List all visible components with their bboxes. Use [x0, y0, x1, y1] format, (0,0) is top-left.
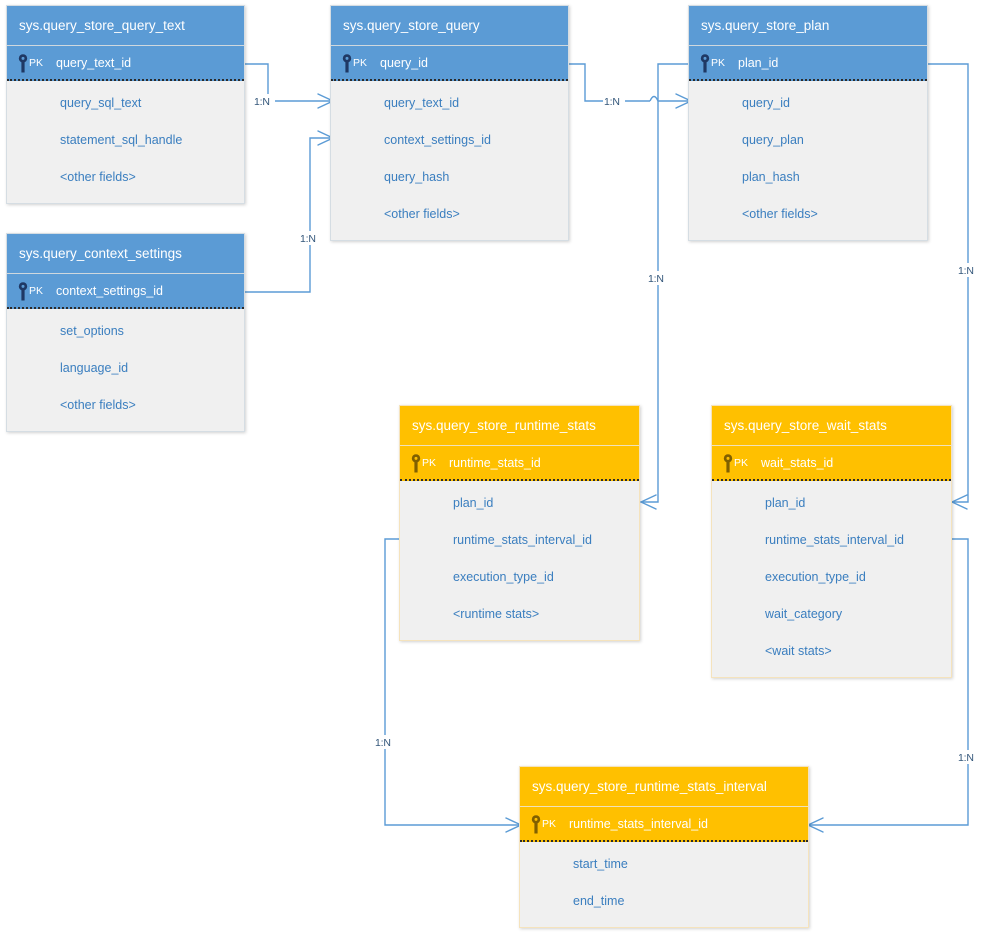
cardinality-label: 1:N: [958, 265, 974, 277]
entity-field: query_sql_text: [60, 96, 142, 110]
entity-fields: query_sql_text statement_sql_handle <oth…: [7, 81, 244, 203]
pk-tag: PK: [542, 818, 557, 830]
entity-field: <other fields>: [742, 207, 818, 221]
entity-field: execution_type_id: [765, 570, 866, 584]
key-icon: [342, 54, 352, 73]
entity-pk-row[interactable]: PK query_id: [331, 46, 568, 81]
cardinality-label: 1:N: [958, 752, 974, 764]
entity-query-store-query-text[interactable]: sys.query_store_query_text PK query_text…: [6, 5, 245, 204]
entity-field: query_hash: [384, 170, 450, 184]
entity-field: language_id: [60, 361, 129, 375]
pk-field-name: runtime_stats_interval_id: [569, 817, 708, 831]
pk-tag: PK: [29, 285, 44, 297]
entity-pk-row[interactable]: PK context_settings_id: [7, 274, 244, 309]
arrowhead-plan-to-wait-stats: [950, 494, 968, 510]
cardinality-label: 1:N: [254, 96, 270, 108]
entity-title: sys.query_context_settings: [7, 234, 244, 274]
entity-query-store-wait-stats[interactable]: sys.query_store_wait_stats PK wait_stats…: [711, 405, 952, 678]
key-icon: [411, 454, 421, 473]
arrowhead-plan-to-runtime-stats: [639, 494, 657, 510]
entity-fields: plan_id runtime_stats_interval_id execut…: [400, 481, 639, 640]
entity-field: plan_id: [765, 496, 806, 510]
connector-interval-to-wait-stats: [809, 538, 969, 826]
entity-field: <wait stats>: [765, 644, 832, 658]
entity-field: <other fields>: [384, 207, 460, 221]
entity-field: statement_sql_handle: [60, 133, 183, 147]
entity-pk-row[interactable]: PK wait_stats_id: [712, 446, 951, 481]
entity-pk-row[interactable]: PK runtime_stats_id: [400, 446, 639, 481]
key-icon: [531, 815, 541, 834]
pk-tag: PK: [422, 457, 437, 469]
entity-title: sys.query_store_plan: [689, 6, 927, 46]
entity-pk-row[interactable]: PK query_text_id: [7, 46, 244, 81]
entity-pk-row[interactable]: PK runtime_stats_interval_id: [520, 807, 808, 842]
connector-plan-to-wait-stats: [928, 63, 969, 503]
pk-field-name: runtime_stats_id: [449, 456, 541, 470]
key-icon: [18, 282, 28, 301]
entity-field: start_time: [573, 857, 628, 871]
entity-fields: query_text_id context_settings_id query_…: [331, 81, 568, 240]
entity-field: plan_hash: [742, 170, 800, 184]
entity-fields: query_id query_plan plan_hash <other fie…: [689, 81, 927, 240]
key-icon: [18, 54, 28, 73]
connector-context-settings-to-query: [245, 137, 332, 293]
pk-tag: PK: [734, 457, 749, 469]
entity-field: runtime_stats_interval_id: [765, 533, 904, 547]
pk-field-name: plan_id: [738, 56, 779, 70]
entity-query-context-settings[interactable]: sys.query_context_settings PK context_se…: [6, 233, 245, 432]
pk-tag: PK: [29, 57, 44, 69]
connector-interval-to-runtime-stats: [384, 538, 519, 826]
entity-pk-row[interactable]: PK plan_id: [689, 46, 927, 81]
entity-query-store-query[interactable]: sys.query_store_query PK query_id query_…: [330, 5, 569, 241]
entity-fields: plan_id runtime_stats_interval_id execut…: [712, 481, 951, 677]
entity-field: end_time: [573, 894, 625, 908]
entity-title: sys.query_store_query_text: [7, 6, 244, 46]
entity-field: <other fields>: [60, 398, 136, 412]
entity-field: execution_type_id: [453, 570, 554, 584]
entity-field: context_settings_id: [384, 133, 492, 147]
entity-title: sys.query_store_query: [331, 6, 568, 46]
entity-title: sys.query_store_runtime_stats: [400, 406, 639, 446]
cardinality-labels: 1:N 1:N 1:N 1:N 1:N 1:N 1:N: [253, 94, 979, 764]
pk-field-name: query_text_id: [56, 56, 132, 70]
entity-field: wait_category: [765, 607, 843, 621]
key-icon: [723, 454, 733, 473]
entity-field: <other fields>: [60, 170, 136, 184]
pk-tag: PK: [353, 57, 368, 69]
entity-field: <runtime stats>: [453, 607, 540, 621]
entity-fields: start_time end_time: [520, 842, 808, 927]
pk-field-name: context_settings_id: [56, 284, 164, 298]
cardinality-label: 1:N: [300, 233, 316, 245]
cardinality-label: 1:N: [648, 273, 664, 285]
cardinality-label: 1:N: [604, 96, 620, 108]
entity-title: sys.query_store_runtime_stats_interval: [520, 767, 808, 807]
entity-field: query_plan: [742, 133, 804, 147]
entity-query-store-plan[interactable]: sys.query_store_plan PK plan_id query_id…: [688, 5, 928, 241]
entity-field: plan_id: [453, 496, 494, 510]
connector-query-text-to-query: [245, 63, 332, 102]
entity-field: query_text_id: [384, 96, 460, 110]
entity-field: set_options: [60, 324, 124, 338]
entity-fields: set_options language_id <other fields>: [7, 309, 244, 431]
pk-tag: PK: [711, 57, 726, 69]
pk-field-name: query_id: [380, 56, 428, 70]
entity-query-store-runtime-stats-interval[interactable]: sys.query_store_runtime_stats_interval P…: [519, 766, 809, 928]
key-icon: [700, 54, 710, 73]
entity-field: runtime_stats_interval_id: [453, 533, 592, 547]
entity-field: query_id: [742, 96, 790, 110]
entity-title: sys.query_store_wait_stats: [712, 406, 951, 446]
cardinality-label: 1:N: [375, 737, 391, 749]
entity-query-store-runtime-stats[interactable]: sys.query_store_runtime_stats PK runtime…: [399, 405, 640, 641]
pk-field-name: wait_stats_id: [761, 456, 834, 470]
